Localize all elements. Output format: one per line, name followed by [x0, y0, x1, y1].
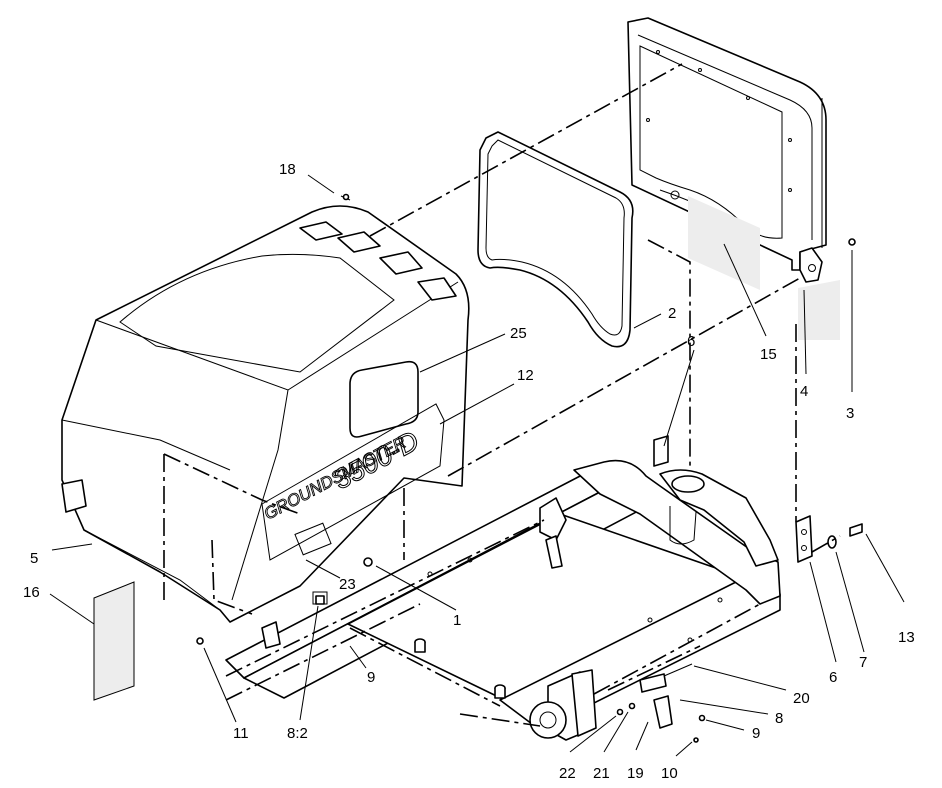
chassis-frame	[225, 435, 813, 741]
callout-9-right: 9	[752, 725, 760, 742]
callout-8-2: 8:2	[287, 725, 308, 742]
hardware	[196, 193, 863, 743]
callout-labels: 18 2 25 12 15 6 4 3 5 16 23 1 11 8:2 9 6…	[23, 161, 915, 782]
callout-3: 3	[846, 405, 854, 422]
hood-body	[61, 205, 470, 623]
callout-5: 5	[30, 550, 38, 567]
callout-10: 10	[661, 765, 678, 782]
leader-lines	[49, 174, 905, 757]
callout-12: 12	[517, 367, 534, 384]
assembly-lines	[163, 63, 841, 727]
callout-22: 22	[559, 765, 576, 782]
callout-25: 25	[510, 325, 527, 342]
callout-15: 15	[760, 346, 777, 363]
callout-7: 7	[859, 654, 867, 671]
callout-21: 21	[593, 765, 610, 782]
callout-4: 4	[800, 383, 808, 400]
callout-18: 18	[279, 161, 296, 178]
callout-11: 11	[233, 725, 249, 742]
callout-9-left: 9	[367, 669, 375, 686]
callout-1: 1	[453, 612, 461, 629]
callout-16: 16	[23, 584, 40, 601]
side-decal	[94, 582, 134, 700]
callout-20: 20	[793, 690, 810, 707]
callout-2: 2	[668, 305, 676, 322]
callout-8: 8	[775, 710, 783, 727]
callout-6-lower: 6	[829, 669, 837, 686]
callout-23: 23	[339, 576, 356, 593]
window-seal	[477, 131, 634, 348]
callout-13: 13	[898, 629, 915, 646]
callout-6-upper: 6	[687, 333, 695, 350]
callout-19: 19	[627, 765, 644, 782]
